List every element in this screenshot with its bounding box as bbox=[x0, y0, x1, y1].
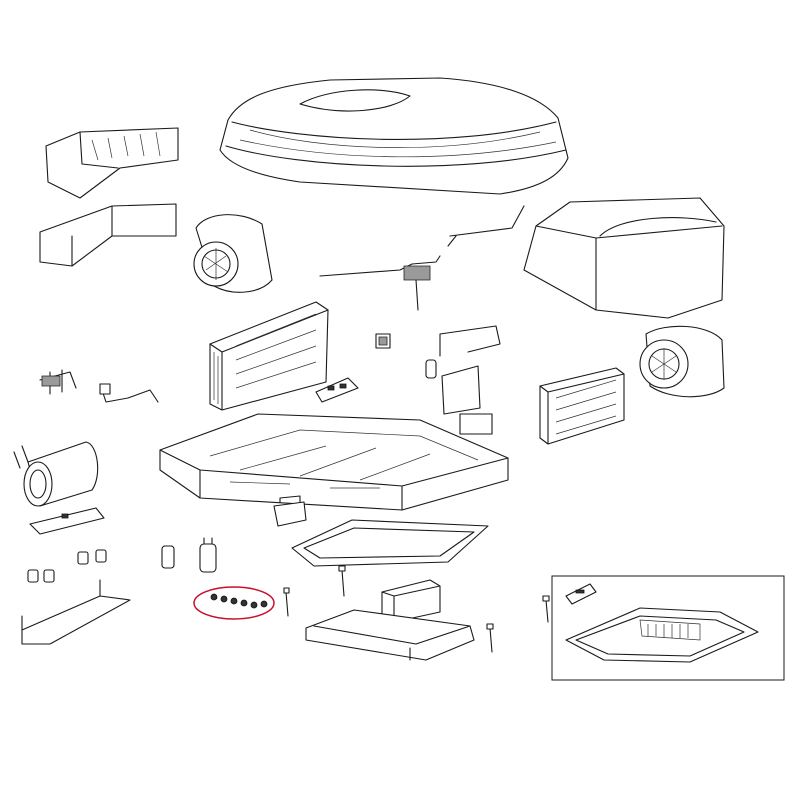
compressor bbox=[14, 442, 98, 506]
top-cover-right bbox=[524, 198, 724, 318]
drain-housing bbox=[382, 580, 440, 622]
bolt-right bbox=[487, 624, 493, 652]
mounting-plate bbox=[30, 508, 104, 534]
terminal-pair-lower bbox=[28, 570, 54, 582]
capacitor-large bbox=[200, 538, 216, 572]
outer-shroud bbox=[220, 78, 568, 194]
blower-wheel-upper bbox=[194, 215, 272, 293]
duct-frame bbox=[40, 204, 176, 266]
sensor-bracket bbox=[426, 326, 500, 434]
capillary-tube bbox=[100, 384, 158, 402]
bolt-center bbox=[339, 566, 345, 596]
wiring-harness bbox=[320, 206, 524, 310]
bottom-mounting-frame bbox=[306, 610, 474, 660]
evaporator-coil bbox=[210, 302, 328, 410]
gasket bbox=[292, 520, 488, 566]
valve-assembly bbox=[40, 370, 76, 394]
bolt-long bbox=[284, 588, 289, 616]
condenser-coil bbox=[540, 368, 624, 444]
screw-set bbox=[211, 594, 267, 608]
capacitor-small bbox=[162, 546, 174, 568]
inset-frame bbox=[552, 576, 784, 680]
air-intake-duct bbox=[46, 128, 178, 198]
base-pan bbox=[160, 414, 508, 510]
ceiling-assembly bbox=[566, 608, 758, 662]
relay-block bbox=[376, 334, 390, 348]
control-board bbox=[316, 378, 358, 402]
mounting-rail bbox=[22, 580, 130, 644]
highlight-circle bbox=[194, 587, 274, 619]
clip-bracket bbox=[274, 496, 306, 526]
remote-control bbox=[566, 584, 596, 604]
terminal-pair-upper bbox=[78, 550, 106, 564]
bolt-inset bbox=[543, 596, 549, 622]
blower-wheel-right bbox=[640, 326, 724, 396]
